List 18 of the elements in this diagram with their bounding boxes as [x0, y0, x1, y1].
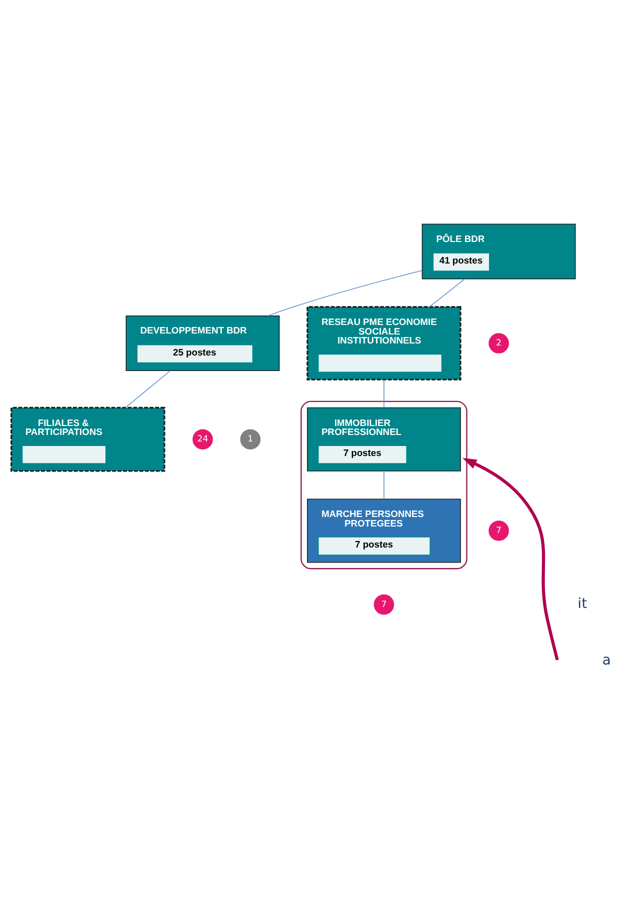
label: a: [602, 652, 611, 668]
node-circle: 7: [488, 520, 509, 540]
node-box: IMMOBILIER PROFESSIONNEL 7 postes: [307, 406, 461, 471]
connector: [125, 370, 171, 408]
cluster: [300, 400, 468, 569]
node-circle: 1: [240, 428, 261, 449]
node-box: DEVELOPPEMENT BDR 25 postes: [126, 315, 280, 370]
node-circle: 7: [374, 594, 394, 614]
connector: [428, 278, 466, 307]
node-box: PÔLE BDR 41 postes: [422, 223, 576, 279]
connector: [268, 270, 422, 316]
node-box: MARCHE PERSONNES PROTEGEES 7 postes: [307, 498, 461, 562]
arrow: [462, 458, 559, 660]
node-box: FILIALES & PARTICIPATIONS: [10, 406, 166, 472]
label: it: [578, 596, 588, 612]
node-box: RESEAU PME ECONOMIE SOCIALE INSTITUTIONNELS: [306, 306, 462, 380]
node-circle: 2: [488, 332, 509, 353]
node-circle: 24: [192, 428, 213, 449]
